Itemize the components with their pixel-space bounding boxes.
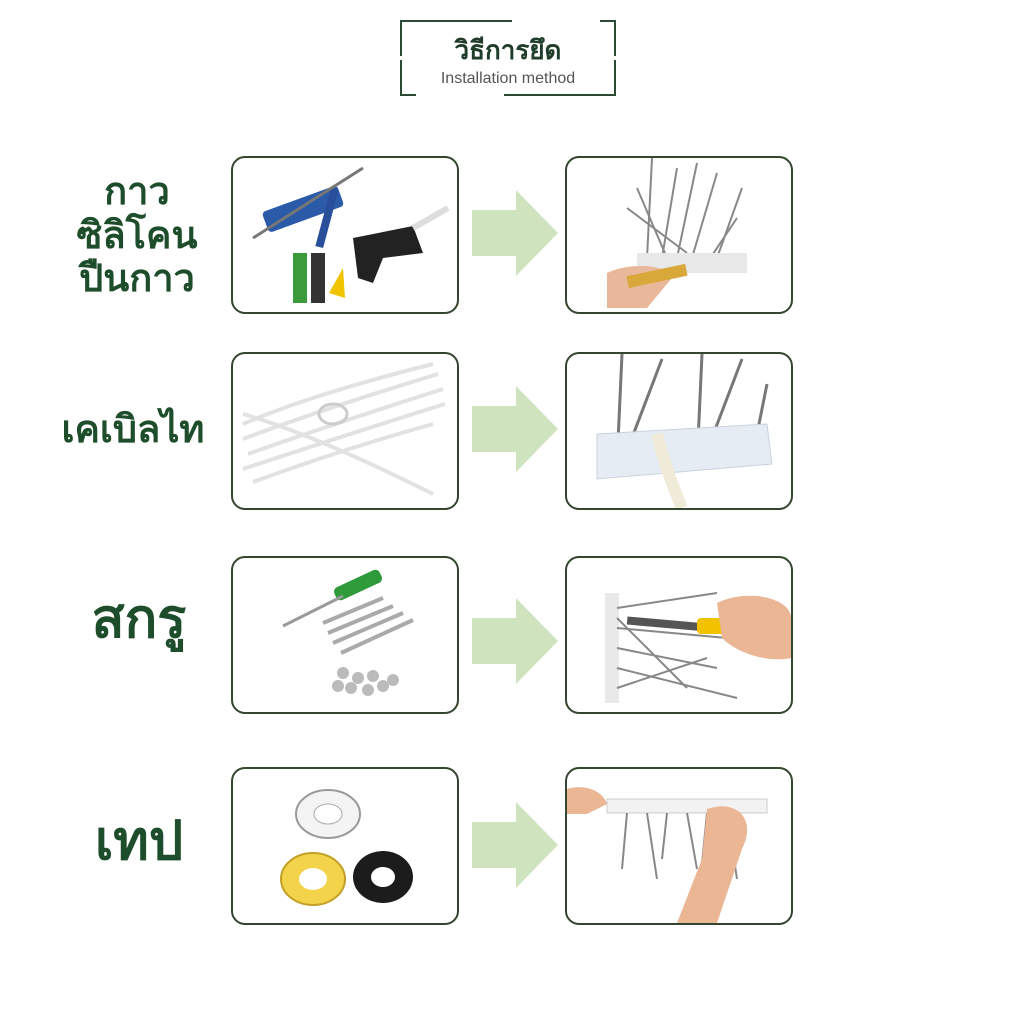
- label-cable-tie: เคเบิลไท: [61, 407, 205, 451]
- screw-tools-image: [231, 556, 459, 714]
- label-screw: สกรู: [91, 587, 187, 650]
- page-subtitle: Installation method: [440, 70, 576, 87]
- label-glue: กาว ซิลิโคน ปืนกาว: [76, 169, 198, 301]
- arrow-right-icon: [472, 802, 558, 888]
- title-frame: วิธีการยึด Installation method: [400, 20, 616, 96]
- cable-tie-result-image: [565, 352, 793, 510]
- arrow-right-icon: [472, 386, 558, 472]
- screw-result-image: [565, 556, 793, 714]
- arrow-right-icon: [472, 190, 558, 276]
- glue-result-image: [565, 156, 793, 314]
- label-tape: เทป: [94, 809, 184, 872]
- arrow-right-icon: [472, 598, 558, 684]
- cable-tie-image: [231, 352, 459, 510]
- glue-tools-image: [231, 156, 459, 314]
- tape-result-image: [565, 767, 793, 925]
- tape-rolls-image: [231, 767, 459, 925]
- page-title: วิธีการยึด: [454, 36, 562, 66]
